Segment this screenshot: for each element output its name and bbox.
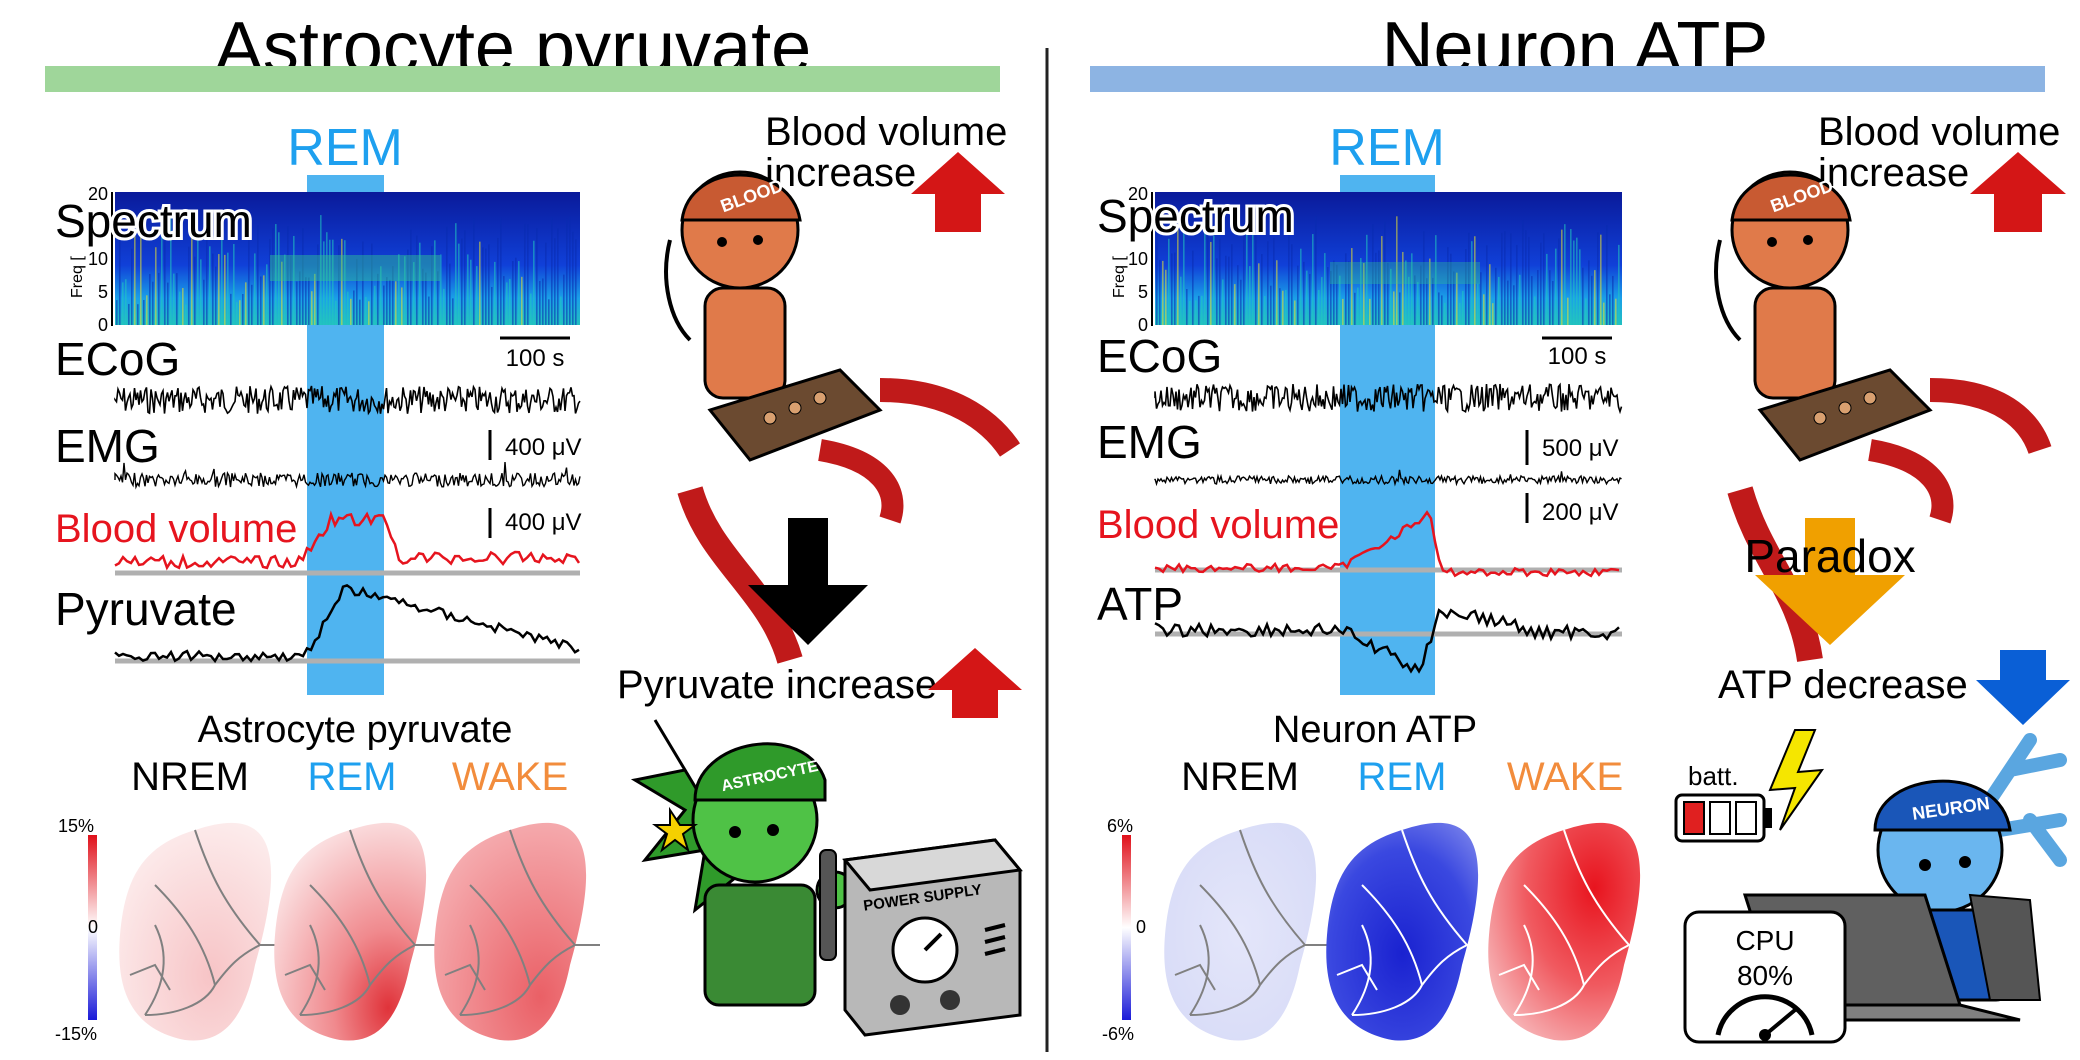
left-freq-tick-10: 10	[88, 249, 108, 269]
right-freq-tick-0: 0	[1138, 315, 1148, 335]
right-state-nrem: NREM	[1181, 755, 1299, 799]
right-freq-axis-label: Freq [	[1111, 256, 1128, 298]
left-time-scale-label: 100 s	[506, 345, 565, 372]
left-state-nrem: NREM	[131, 755, 249, 799]
right-freq-tick-5: 5	[1138, 282, 1148, 302]
right-map-wake	[1488, 822, 1654, 1041]
left-blood-scale-label: 400 μV	[505, 509, 582, 536]
right-cbar-max: 6%	[1107, 816, 1133, 836]
right-cbar-mid: 0	[1136, 917, 1146, 937]
battery-icon	[1674, 793, 1772, 843]
left-pyruvate-label: Pyruvate	[55, 583, 237, 635]
left-blood-increase-text-1: Blood volume	[765, 110, 1007, 154]
right-blood-increase-text-1: Blood volume	[1818, 110, 2060, 154]
cpu-value: 80%	[1737, 960, 1793, 991]
left-map-nrem	[119, 822, 285, 1041]
laptop	[1742, 893, 2042, 1022]
right-result-down-arrow	[1976, 650, 2070, 725]
right-maps-title: Neuron ATP	[1273, 709, 1477, 751]
right-emg-scale-label: 500 μV	[1542, 435, 1619, 462]
right-state-wake: WAKE	[1507, 755, 1623, 799]
left-ecog-label: ECoG	[55, 333, 180, 385]
left-rem-label: REM	[287, 119, 403, 177]
left-state-rem: REM	[308, 755, 397, 799]
right-ecog-label: ECoG	[1097, 330, 1222, 382]
right-blood-up-arrow	[1970, 152, 2066, 232]
astrocyte-character: ASTROCYTE	[630, 719, 855, 1007]
right-atp-label: ATP	[1097, 578, 1183, 630]
right-cbar-min: -6%	[1102, 1024, 1134, 1044]
right-emg-label: EMG	[1097, 416, 1202, 468]
left-result-up-arrow	[928, 648, 1022, 718]
left-spectrogram	[111, 192, 580, 326]
left-blood-up-arrow	[911, 152, 1005, 232]
right-rem-label: REM	[1329, 119, 1445, 177]
right-state-rem: REM	[1358, 755, 1447, 799]
right-time-scale-label: 100 s	[1548, 343, 1607, 370]
right-blood-trace	[1154, 510, 1620, 578]
power-supply: POWER SUPPLY	[842, 838, 1023, 1037]
left-freq-axis-label: Freq [	[69, 256, 86, 298]
left-pyruvate-trace	[114, 584, 580, 664]
left-blood-trace	[114, 510, 581, 571]
right-ecog-trace	[1154, 382, 1623, 415]
left-emg-scale-label: 400 μV	[505, 434, 582, 461]
left-title-bar	[45, 66, 1000, 92]
left-cbar-min: -15%	[55, 1024, 97, 1044]
right-map-nrem	[1164, 822, 1330, 1041]
right-map-rem	[1326, 822, 1492, 1041]
left-down-arrow	[748, 518, 868, 645]
right-result-label: ATP decrease	[1718, 663, 1968, 707]
paradox-arrow	[1755, 518, 1905, 645]
right-blood-increase-text-2: increase	[1818, 151, 1969, 195]
left-map-wake	[434, 822, 600, 1041]
left-ecog-trace	[114, 384, 581, 416]
battery-label: batt.	[1688, 761, 1739, 791]
lightning-icon	[1768, 729, 1825, 831]
right-freq-tick-10: 10	[1128, 249, 1148, 269]
left-freq-tick-5: 5	[98, 282, 108, 302]
left-freq-tick-20: 20	[88, 184, 108, 204]
right-emg-trace	[1154, 469, 1622, 487]
left-maps-title: Astrocyte pyruvate	[198, 709, 513, 751]
left-cbar-max: 15%	[58, 816, 94, 836]
left-colorbar	[88, 835, 97, 1020]
left-blood-increase-text-2: increase	[765, 151, 916, 195]
left-result-label: Pyruvate increase	[617, 663, 937, 707]
left-spectrum-label: Spectrum	[55, 195, 252, 247]
right-title-bar	[1090, 66, 2045, 92]
paradox-label: Paradox	[1744, 530, 1915, 582]
right-spectrum-label: Spectrum	[1097, 190, 1294, 242]
left-emg-label: EMG	[55, 420, 160, 472]
right-blood-scale-label: 200 μV	[1542, 499, 1619, 526]
left-state-wake: WAKE	[452, 755, 568, 799]
left-cbar-mid: 0	[88, 917, 98, 937]
right-blood-operator: BLOOD	[1714, 170, 2052, 663]
left-blood-operator: BLOOD	[664, 170, 1020, 664]
right-blood-label: Blood volume	[1097, 503, 1339, 547]
left-panel: Astrocyte pyruvate REM Spectrum Freq [ 2…	[45, 8, 1023, 1044]
left-emg-trace	[114, 462, 581, 490]
right-panel: Neuron ATP REM Spectrum Freq [ 20 10 5 0…	[1090, 8, 2070, 1044]
left-freq-tick-0: 0	[98, 315, 108, 335]
left-blood-label: Blood volume	[55, 507, 297, 551]
left-map-rem	[274, 822, 440, 1041]
right-colorbar	[1122, 835, 1131, 1020]
right-freq-tick-20: 20	[1128, 184, 1148, 204]
right-spectrogram	[1151, 192, 1622, 326]
cpu-gauge[interactable]: CPU 80%	[1683, 910, 1847, 1044]
right-atp-trace	[1154, 608, 1620, 674]
cpu-label: CPU	[1735, 925, 1794, 956]
